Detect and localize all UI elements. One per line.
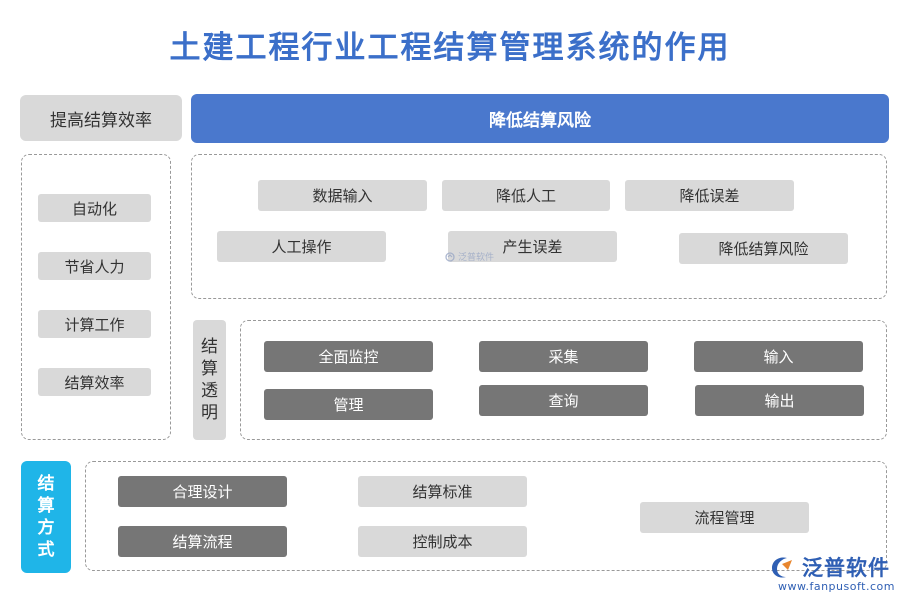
efficiency-item: 结算效率 [38,368,151,396]
method-item: 结算流程 [118,526,287,557]
watermark-logo-icon [445,251,455,262]
transparent-panel [240,320,887,440]
risk-item: 人工操作 [217,231,386,262]
method-label-char: 式 [37,540,55,561]
transparent-item: 全面监控 [264,341,433,372]
transparent-item: 输入 [694,341,863,372]
page-title: 土建工程行业工程结算管理系统的作用 [169,30,731,66]
brand-logo-text: 泛普软件 [802,556,890,580]
risk-item: 降低误差 [625,180,794,211]
risk-item: 产生误差 [448,231,617,262]
transparent-item: 管理 [264,389,433,420]
transparent-item: 采集 [479,341,648,372]
transparent-label: 结 算 透 明 [193,320,226,440]
method-panel [85,461,887,571]
method-item: 流程管理 [640,502,809,533]
header-improve-efficiency: 提高结算效率 [20,95,182,141]
brand-logo: 泛普软件 [768,552,890,582]
efficiency-item: 计算工作 [38,310,151,338]
transparent-label-char: 结 [201,336,218,357]
center-watermark-text: 泛普软件 [458,253,495,263]
transparent-label-char: 透 [201,381,218,401]
method-label-char: 方 [37,518,55,538]
transparent-label-char: 明 [201,403,218,424]
risk-panel [191,154,887,299]
method-label-char: 算 [37,495,55,516]
transparent-item: 查询 [479,385,648,416]
method-label-char: 结 [37,473,55,494]
brand-logo-icon [772,557,792,578]
header-reduce-risk: 降低结算风险 [191,94,889,143]
risk-item: 数据输入 [258,180,427,211]
method-item: 结算标准 [358,476,527,507]
center-watermark: 泛普软件 [445,250,494,263]
efficiency-panel [21,154,171,440]
risk-item: 降低结算风险 [679,233,848,264]
method-label: 结 算 方 式 [21,461,71,573]
brand-url: www.fanpusoft.com [778,580,895,593]
method-item: 合理设计 [118,476,287,507]
efficiency-item: 节省人力 [38,252,151,280]
efficiency-item: 自动化 [38,194,151,222]
method-item: 控制成本 [358,526,527,557]
transparent-label-char: 算 [201,358,218,379]
risk-item: 降低人工 [442,180,610,211]
transparent-item: 输出 [695,385,864,416]
